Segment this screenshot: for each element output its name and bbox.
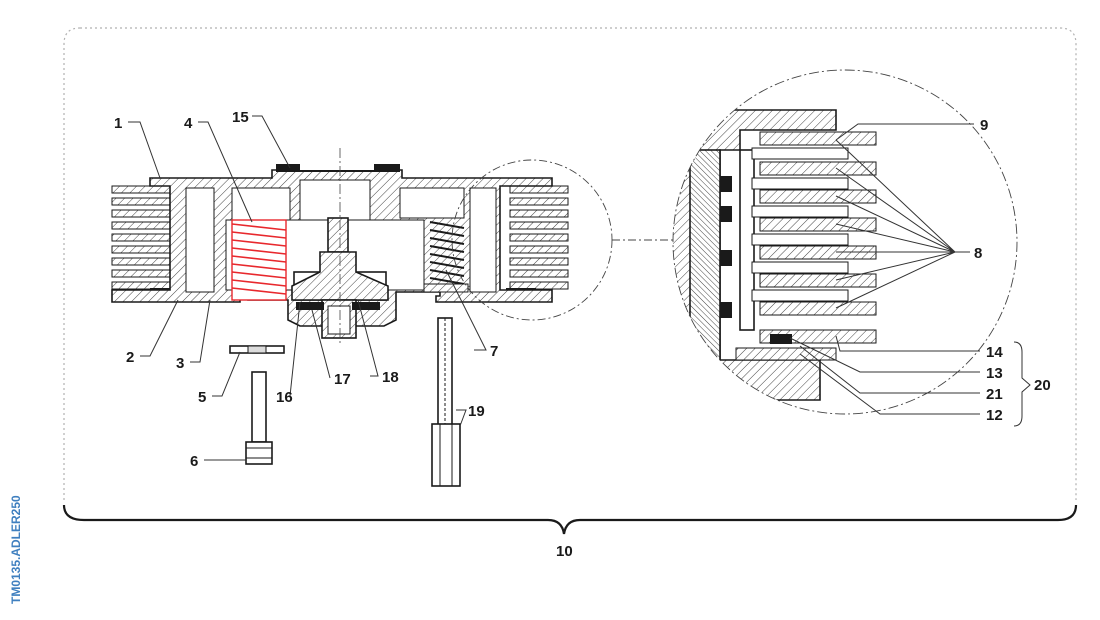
callout-1: 1 <box>114 115 122 132</box>
callout-19: 19 <box>468 403 485 420</box>
disc-pack-detail <box>673 70 1017 414</box>
callout-4: 4 <box>184 115 193 132</box>
callout-9: 9 <box>980 117 988 134</box>
callout-17: 17 <box>334 371 351 388</box>
leader-lines <box>128 115 1031 461</box>
callout-8: 8 <box>974 245 982 262</box>
callout-14: 14 <box>986 344 1003 361</box>
hex-bolt <box>245 371 273 465</box>
callout-20: 20 <box>1034 377 1051 394</box>
callout-15: 15 <box>232 109 249 126</box>
assembly-brace <box>62 504 1078 535</box>
callout-21: 21 <box>986 386 1003 403</box>
adjusting-screw <box>431 317 461 487</box>
callout-18: 18 <box>382 369 399 386</box>
callout-7: 7 <box>490 343 498 360</box>
callout-6: 6 <box>190 453 198 470</box>
callout-12: 12 <box>986 407 1003 424</box>
callout-labels: 1 4 15 2 3 5 6 16 17 18 7 19 9 8 14 13 2… <box>114 109 1051 560</box>
detail-circle <box>672 69 1018 415</box>
callout-10: 10 <box>556 543 573 560</box>
washer <box>229 345 285 354</box>
clutch-main-section <box>111 148 569 344</box>
callout-2: 2 <box>126 349 134 366</box>
return-spring-highlighted <box>231 219 287 301</box>
snap-ring <box>770 334 792 344</box>
callout-16: 16 <box>276 389 293 406</box>
callout-13: 13 <box>986 365 1003 382</box>
right-disc-pack <box>494 185 569 294</box>
callout-5: 5 <box>198 389 206 406</box>
callout-3: 3 <box>176 355 184 372</box>
reference-code: TM0135.ADLER250 <box>9 495 23 604</box>
assembly-frame <box>63 27 1077 500</box>
